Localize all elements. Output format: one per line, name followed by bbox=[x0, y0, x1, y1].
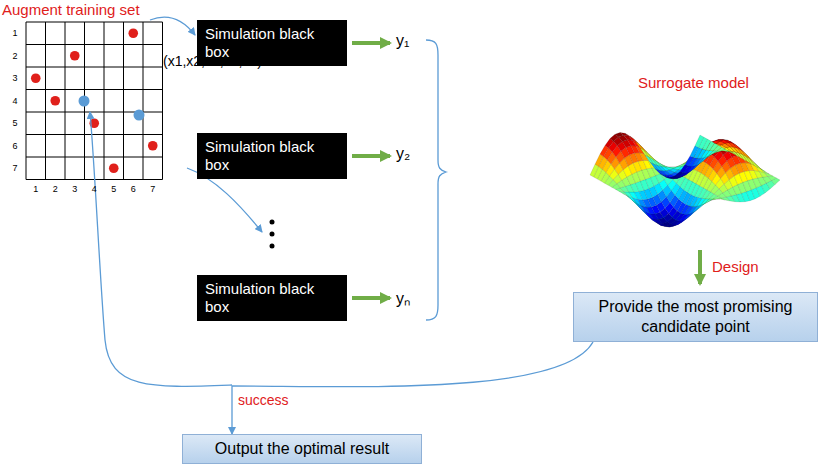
output-arrow bbox=[352, 41, 390, 45]
surface-patch bbox=[650, 162, 659, 170]
connector bbox=[232, 342, 593, 434]
surface-patch bbox=[768, 176, 777, 181]
sample-point bbox=[148, 141, 158, 151]
surface-patch bbox=[655, 169, 664, 175]
edge-label: success bbox=[238, 392, 289, 408]
surface-patch bbox=[764, 172, 773, 176]
box-text: Output the optimal result bbox=[215, 439, 389, 459]
box-text: Provide the most promising candidate poi… bbox=[584, 297, 807, 337]
surface-patch bbox=[685, 156, 694, 166]
surface-patch bbox=[590, 164, 599, 177]
sample-point bbox=[128, 28, 138, 38]
row-number: 7 bbox=[12, 163, 17, 173]
sample-grid bbox=[26, 22, 163, 180]
box-text: Simulation black box bbox=[205, 280, 339, 316]
sample-point bbox=[109, 163, 119, 173]
output-arrow bbox=[352, 154, 390, 158]
grid-line bbox=[104, 22, 105, 180]
candidate-box: Provide the most promising candidate poi… bbox=[573, 292, 818, 342]
column-number: 7 bbox=[150, 184, 155, 194]
surface-patch bbox=[690, 146, 699, 158]
candidate-point bbox=[134, 110, 145, 121]
model-title: Surrogate model bbox=[638, 74, 749, 91]
output-value: yₙ bbox=[396, 287, 410, 309]
output-value: y₂ bbox=[396, 145, 410, 163]
row-number: 2 bbox=[12, 51, 17, 61]
column-number: 6 bbox=[131, 184, 136, 194]
simulation-box: Simulation black box bbox=[197, 275, 347, 321]
box-text: Simulation black box bbox=[205, 138, 339, 174]
surface-patch bbox=[695, 135, 704, 148]
grid-line bbox=[26, 134, 163, 135]
grid-line bbox=[65, 22, 66, 180]
column-number: 1 bbox=[33, 184, 38, 194]
surface-patch bbox=[620, 132, 629, 136]
ellipsis-dot bbox=[270, 220, 275, 225]
grid-line bbox=[26, 44, 163, 45]
grid-line bbox=[123, 22, 124, 180]
grid-line bbox=[45, 22, 46, 180]
step-label: Design bbox=[712, 258, 759, 275]
surface-patch bbox=[640, 148, 649, 157]
sample-point bbox=[50, 96, 60, 106]
surface-patch bbox=[635, 141, 644, 150]
simulation-box: Simulation black box bbox=[197, 133, 347, 179]
grid-line bbox=[26, 22, 27, 180]
ellipsis-dot bbox=[270, 244, 275, 249]
row-number: 4 bbox=[12, 96, 17, 106]
row-number: 6 bbox=[12, 141, 17, 151]
simulation-box: Simulation black box bbox=[197, 20, 347, 66]
output-arrow bbox=[352, 296, 390, 300]
sample-point bbox=[70, 51, 80, 61]
grid-line bbox=[143, 22, 144, 180]
sample-points bbox=[31, 28, 158, 173]
flow-arrow bbox=[150, 17, 195, 35]
column-number: 3 bbox=[72, 184, 77, 194]
column-number: 4 bbox=[92, 184, 97, 194]
surrogate-surface bbox=[590, 132, 780, 227]
ellipsis-dot bbox=[270, 232, 275, 237]
grid-line bbox=[26, 157, 163, 158]
surface-patch bbox=[680, 165, 689, 173]
row-number: 3 bbox=[12, 73, 17, 83]
surface-patch bbox=[645, 155, 654, 164]
grid-line bbox=[162, 22, 163, 180]
result-box: Output the optimal result bbox=[182, 434, 422, 464]
sample-point bbox=[31, 73, 41, 83]
output-value: y₁ bbox=[396, 32, 409, 50]
grid-line bbox=[26, 89, 163, 90]
row-number: 1 bbox=[12, 28, 17, 38]
row-number: 5 bbox=[12, 118, 17, 128]
title: Augment training set bbox=[2, 1, 140, 18]
column-number: 5 bbox=[111, 184, 116, 194]
box-text: Simulation black box bbox=[205, 25, 339, 61]
grid-line bbox=[26, 22, 163, 23]
brace bbox=[426, 40, 446, 320]
grid-line bbox=[26, 67, 163, 68]
column-number: 2 bbox=[53, 184, 58, 194]
design-arrow bbox=[698, 250, 702, 284]
candidate-point bbox=[79, 96, 90, 107]
